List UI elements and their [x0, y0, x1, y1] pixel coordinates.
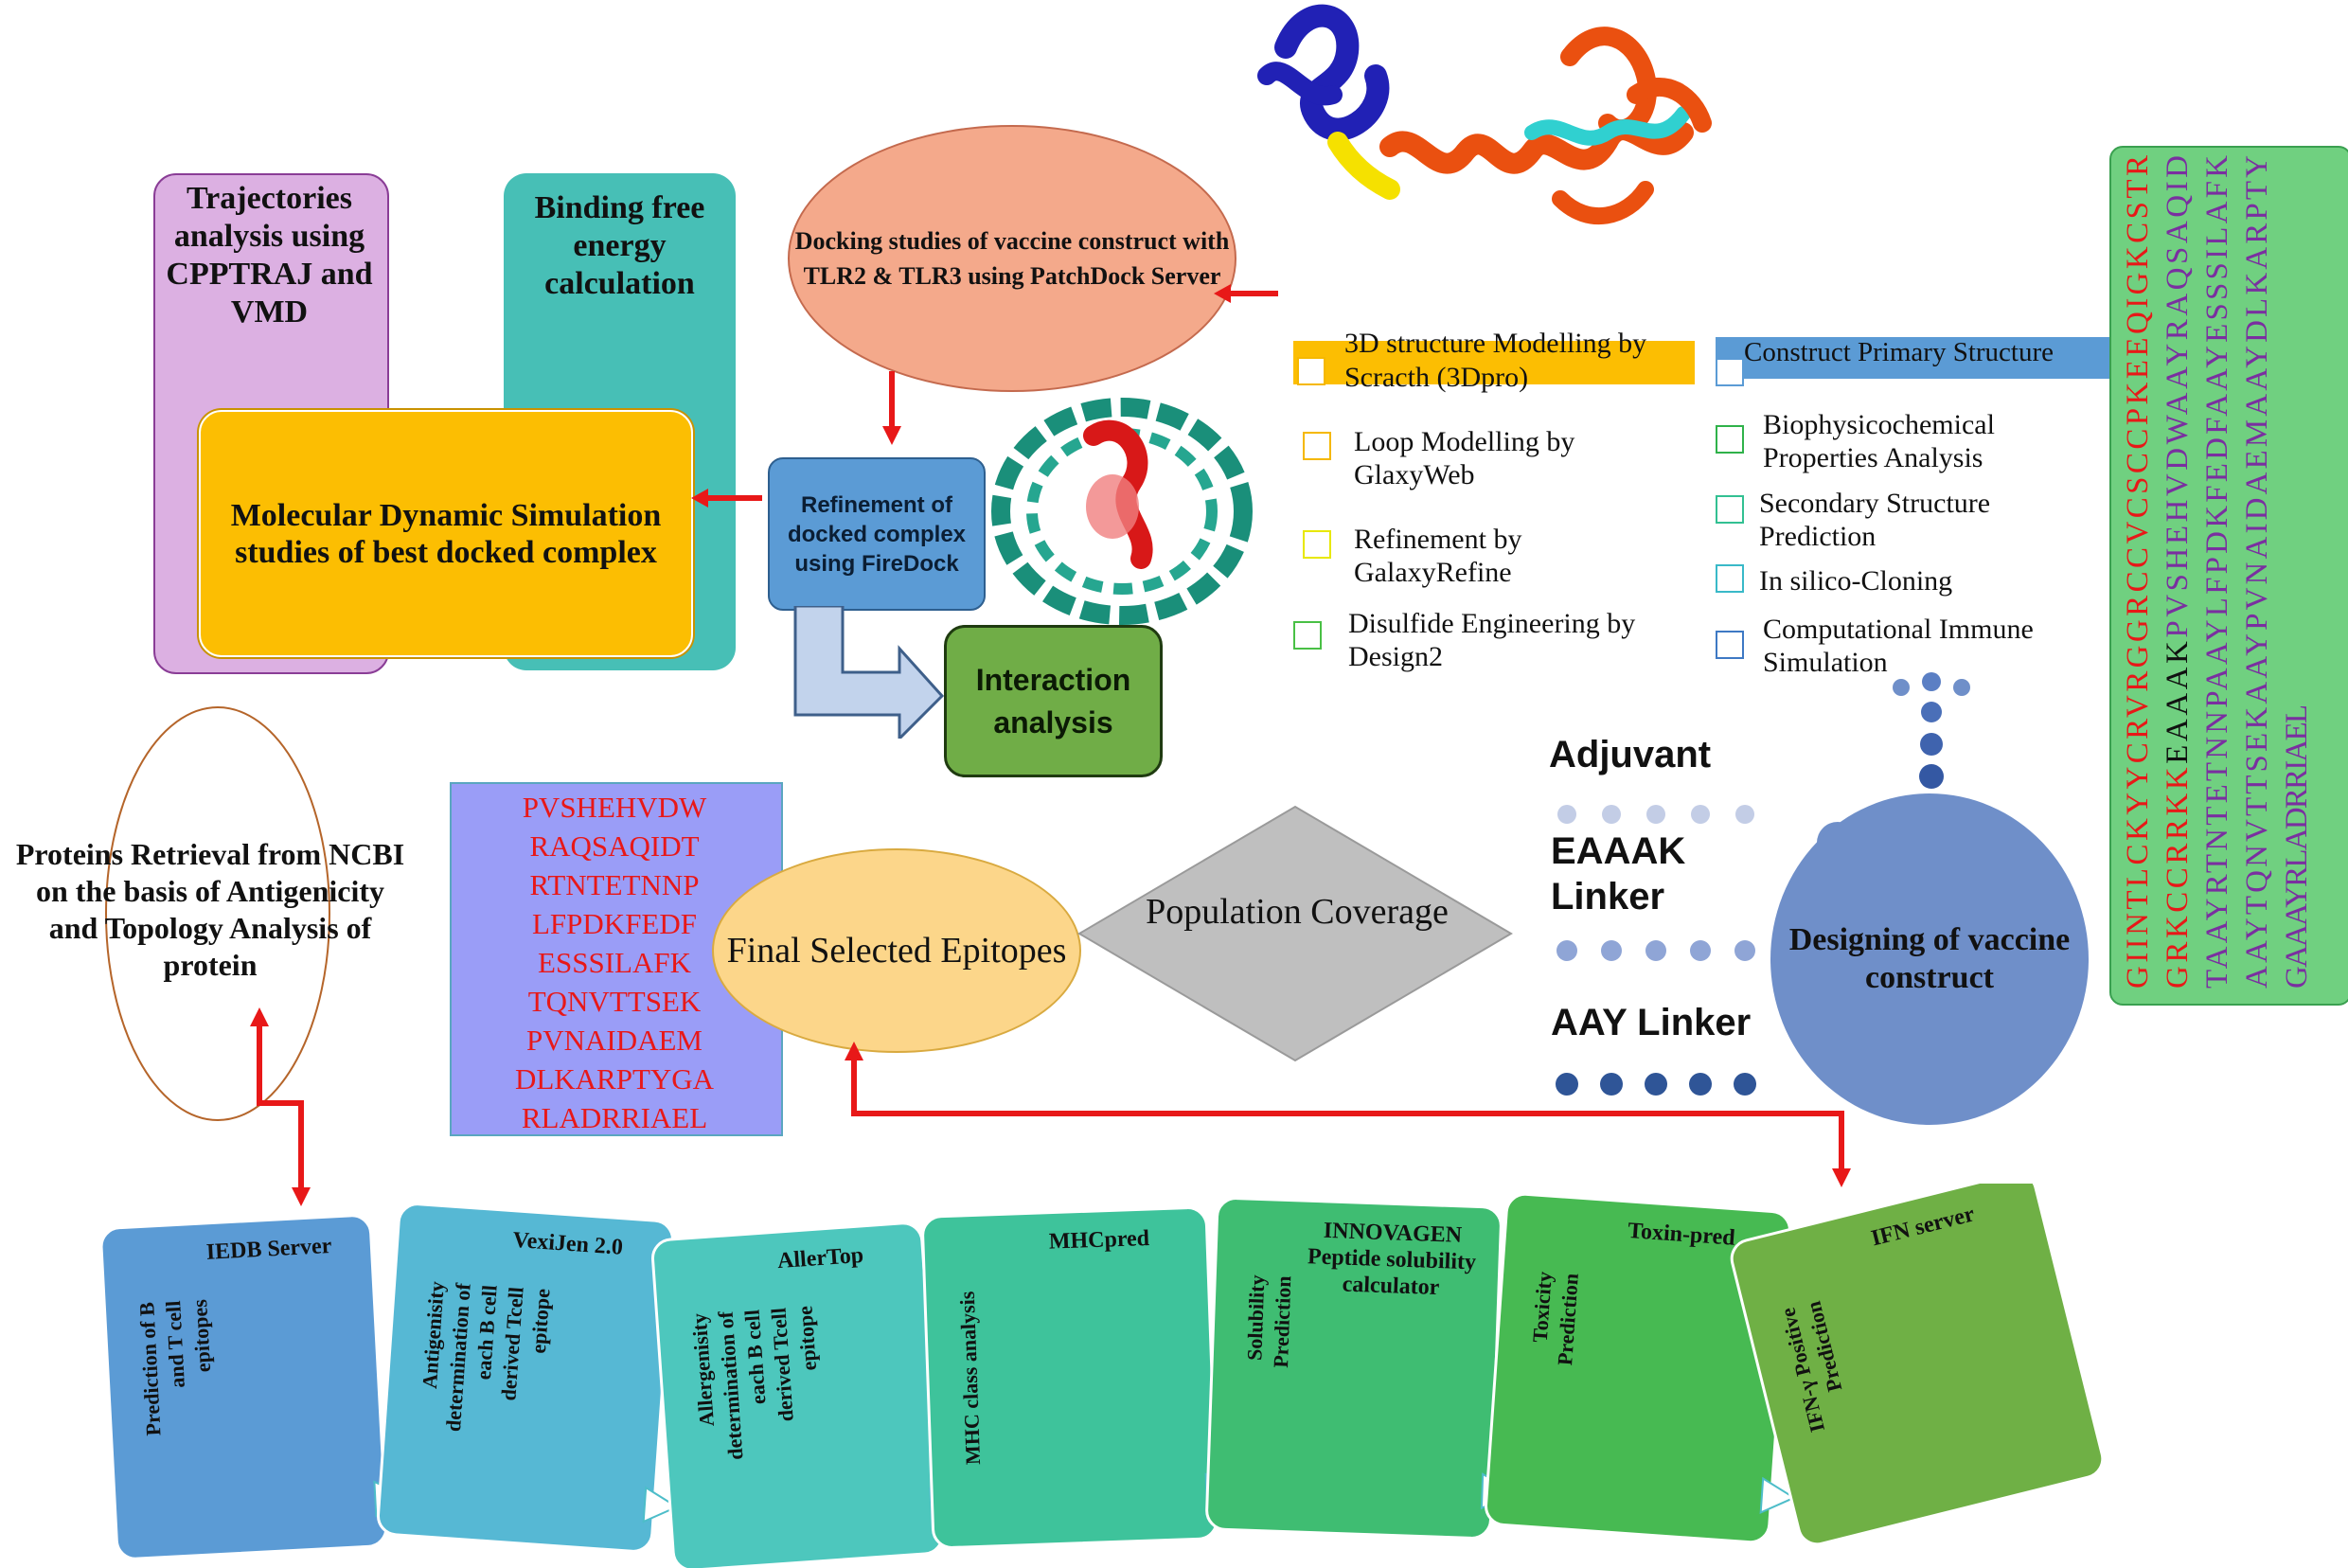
- connector-arrow-icon: [642, 1486, 680, 1523]
- epitope-item: TQNVTTSEK: [527, 985, 702, 1018]
- primary-item: Computational Immune Simulation: [1763, 614, 2034, 678]
- sequence-text: GIINTLCKYYCRVRGGRCCVCSCCPKEEQIGKCSTRGRKC…: [2121, 155, 2314, 989]
- connector-arrow-icon: [1759, 1476, 1796, 1515]
- adjuvant-label: Adjuvant: [1549, 734, 1712, 775]
- red-arrows-top: [691, 284, 1278, 508]
- tool-description: Prediction: [1269, 1275, 1295, 1368]
- population-label: Population Coverage: [1146, 892, 1449, 932]
- sequence-line: GAAAYRLADRRIAEL: [2280, 704, 2314, 989]
- tool-name: MHCpred: [1048, 1226, 1150, 1255]
- primary-item: In silico-Cloning: [1759, 565, 1953, 597]
- epitope-item: RAQSAQIDT: [529, 829, 700, 863]
- primary-item: Secondary Structure Prediction: [1759, 488, 1991, 552]
- primary-header: Construct Primary Structure: [1744, 337, 2054, 367]
- hollow-arrow-icon: [793, 606, 945, 739]
- checkbox-icon: [1716, 495, 1744, 524]
- checkbox-icon: [1716, 564, 1744, 593]
- tool-description: epitope: [792, 1305, 821, 1371]
- tool-description: Toxicity: [1528, 1271, 1556, 1344]
- sequence-line: TAAYRTNTETNNPAAYLFPDKFEDFAAYESSSILAFK: [2200, 155, 2234, 989]
- modelling-item: Refinement by GalaxyRefine: [1354, 524, 1522, 588]
- docking-ellipse: Docking studies of vaccine construct wit…: [788, 125, 1236, 392]
- tool-name: Peptide solubility: [1307, 1244, 1477, 1274]
- sequence-box: [2109, 146, 2348, 1006]
- tool-name: calculator: [1342, 1273, 1440, 1301]
- tool-name: AllerTop: [776, 1243, 864, 1274]
- aay-label: AAY Linker: [1551, 1002, 1752, 1043]
- header-checkbox: [1297, 357, 1325, 385]
- tool-description: Solubility: [1242, 1274, 1269, 1361]
- trajectories-label: Trajectories analysis using CPPTRAJ and …: [166, 181, 373, 330]
- final-epitopes-ellipse: Final Selected Epitopes: [712, 848, 1081, 1053]
- modelling-header-bar: [1293, 341, 1695, 384]
- epitope-item: DLKARPTYGA: [514, 1062, 715, 1096]
- designing-vaccine-circle: Designing of vaccine construct: [1770, 793, 2089, 1125]
- checkbox-icon: [1303, 530, 1331, 559]
- tool-description: epitope: [526, 1288, 555, 1354]
- sequence-line: AAYTQNVTTSEKAAYPVNAIDAEMAAYDLKARPTY: [2240, 155, 2274, 989]
- checkbox-icon: [1716, 425, 1744, 454]
- proteins-retrieval-label: Proteins Retrieval from NCBI on the basi…: [15, 837, 405, 982]
- modelling-header: 3D structure Modelling by Scracth (3Dpro…: [1344, 328, 1647, 393]
- binding-energy-label: Binding free energy calculation: [534, 190, 705, 301]
- epitope-item: PVSHEHVDW: [522, 791, 707, 824]
- checkbox-icon: [1293, 621, 1322, 650]
- sequence-line: GRKCCRRKKEAAAKPVSHEHVDWAAYRAQSAQID: [2161, 155, 2195, 989]
- primary-header-bar: [1716, 337, 2111, 379]
- checkbox-icon: [1716, 631, 1744, 659]
- refinement-box: Refinement of docked complex using FireD…: [768, 457, 986, 611]
- primary-item: Biophysicochemical Properties Analysis: [1763, 409, 1995, 473]
- tool-name: INNOVAGEN: [1323, 1219, 1463, 1248]
- header-checkbox: [1716, 358, 1744, 386]
- tool-description: epitopes: [187, 1298, 215, 1373]
- md-simulation-box: Molecular Dynamic Simulation studies of …: [199, 410, 693, 657]
- tool-description: and T cell: [161, 1300, 189, 1388]
- epitope-item: RTNTETNNP: [529, 868, 700, 901]
- eaaak-label: EAAAK Linker: [1551, 830, 1686, 918]
- proteins-ellipse: [105, 706, 330, 1121]
- docked-complex-image: [991, 398, 1253, 625]
- protein-structure-image: [1257, 4, 1712, 224]
- interaction-analysis-box: Interaction analysis: [944, 625, 1163, 777]
- epitope-item: LFPDKFEDF: [532, 907, 697, 940]
- checkbox-icon: [1303, 432, 1331, 460]
- population-diamond: [1077, 805, 1513, 1062]
- modelling-item: Loop Modelling by GlaxyWeb: [1354, 426, 1575, 490]
- red-arrows-bottom: [250, 1007, 1851, 1206]
- modelling-item: Disulfide Engineering by Design2: [1348, 608, 1636, 672]
- sequence-line: GIINTLCKYYCRVRGGRCCVCSCCPKEEQIGKCSTR: [2121, 155, 2155, 989]
- epitope-item: ESSSILAFK: [538, 946, 691, 979]
- epitope-item: PVNAIDAEM: [526, 1024, 703, 1057]
- epitope-item: RLADRRIAEL: [521, 1101, 708, 1134]
